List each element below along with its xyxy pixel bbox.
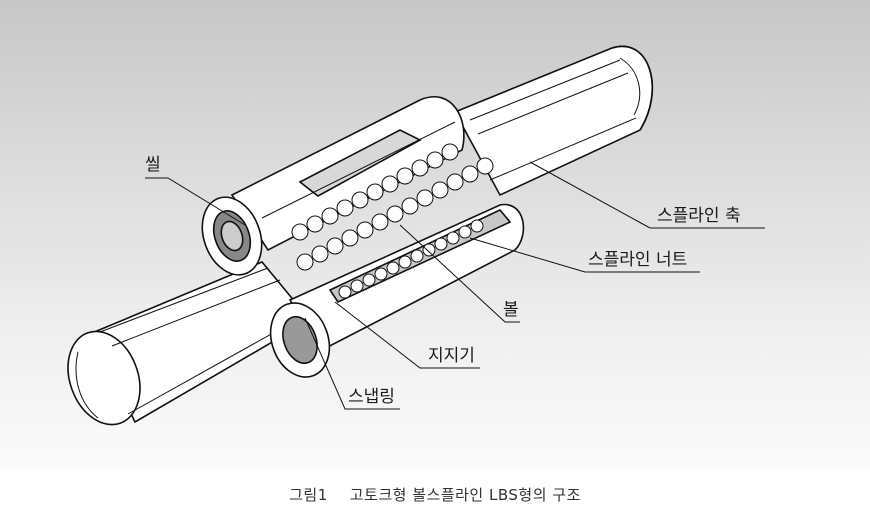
label-ball: 볼 [503,300,519,320]
label-snap-ring: 스냅링 [348,387,395,407]
label-seal: 씰 [145,155,161,175]
diagram-figure: 씰 스플라인 축 스플라인 너트 볼 지지기 스냅링 [0,0,870,470]
spline-shaft-left [67,261,312,426]
ball-row-upper [291,143,459,241]
spline-shaft-right [453,45,654,197]
leader-lines [145,161,765,410]
figure-number: 그림1 [289,486,328,504]
label-spline-nut: 스플라인 너트 [588,250,688,270]
ball-row-lower [296,157,494,271]
label-spline-shaft: 스플라인 축 [657,206,741,226]
ball-row-bottom [338,219,484,299]
ball-spline-illustration [67,45,765,426]
label-retainer: 지지기 [428,346,475,366]
figure-title: 고토크형 볼스플라인 LBS형의 구조 [349,486,581,504]
spline-nut-body [201,96,465,276]
figure-caption: 그림1 고토크형 볼스플라인 LBS형의 구조 [0,484,870,505]
